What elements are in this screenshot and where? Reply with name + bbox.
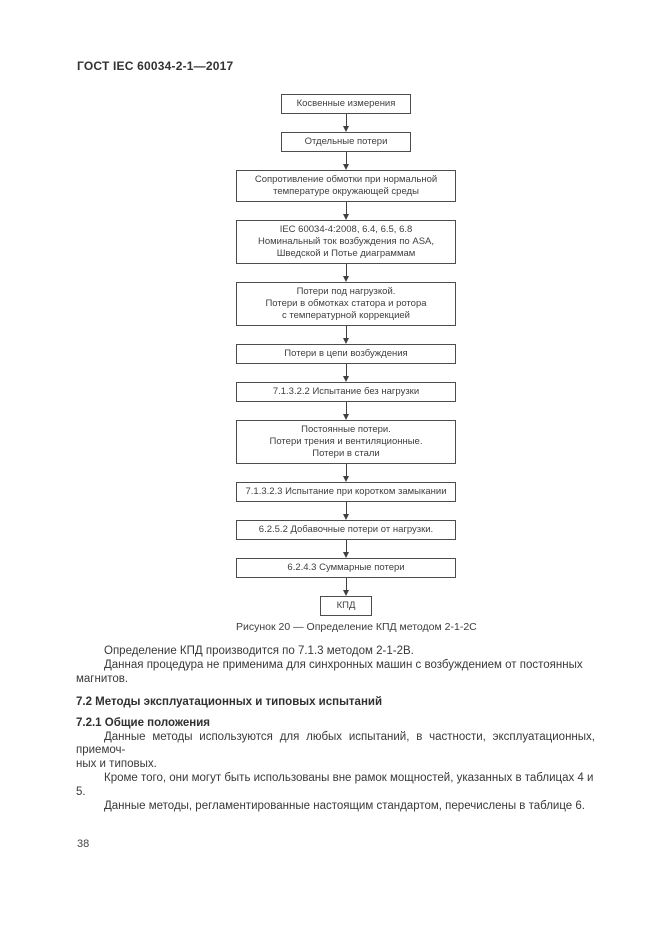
arrow-down-icon bbox=[343, 264, 349, 282]
body-text: Определение КПД производится по 7.1.3 ме… bbox=[76, 645, 595, 814]
node-load-losses: Потери под нагрузкой. Потери в обмотках … bbox=[236, 282, 456, 326]
node-winding-resistance: Сопротивление обмотки при нормальной тем… bbox=[236, 170, 456, 202]
document-header: ГОСТ IEC 60034-2-1—2017 bbox=[77, 59, 234, 73]
node-text: Постоянные потери. bbox=[301, 424, 391, 435]
node-text: 6.2.5.2 Добавочные потери от нагрузки. bbox=[258, 524, 434, 535]
node-text: КПД bbox=[336, 600, 356, 611]
page-number: 38 bbox=[77, 838, 90, 850]
node-additional-load-losses: 6.2.5.2 Добавочные потери от нагрузки. bbox=[236, 520, 456, 540]
arrow-down-icon bbox=[343, 364, 349, 382]
node-efficiency-kpd: КПД bbox=[320, 596, 372, 616]
paragraph-line: Определение КПД производится по 7.1.3 ме… bbox=[104, 645, 414, 657]
node-text: Потери под нагрузкой. bbox=[296, 286, 396, 297]
node-text: IEC 60034-4:2008, 6.4, 6.5, 6.8 bbox=[279, 224, 413, 235]
node-text: Потери в стали bbox=[312, 448, 380, 459]
node-text: Отдельные потери bbox=[304, 136, 388, 147]
arrow-down-icon bbox=[343, 326, 349, 344]
arrow-down-icon bbox=[343, 464, 349, 482]
section-heading-7-2: 7.2 Методы эксплуатационных и типовых ис… bbox=[76, 695, 383, 708]
section-heading-7-2-1: 7.2.1 Общие положения bbox=[76, 716, 211, 729]
node-no-load-test: 7.1.3.2.2 Испытание без нагрузки bbox=[236, 382, 456, 402]
node-text: Шведской и Потье диаграммам bbox=[276, 248, 416, 259]
node-text: 6.2.4.3 Суммарные потери bbox=[287, 562, 405, 573]
node-constant-losses: Постоянные потери. Потери трения и венти… bbox=[236, 420, 456, 464]
paragraph-line: Данные методы используются для любых исп… bbox=[76, 730, 595, 757]
flowchart-figure-20: Косвенные измерения Отдельные потери Соп… bbox=[236, 94, 456, 616]
node-text: температуре окружающей среды bbox=[273, 186, 419, 197]
node-text: с температурной коррекцией bbox=[282, 310, 410, 321]
node-text: 7.1.3.2.3 Испытание при коротком замыкан… bbox=[245, 486, 447, 497]
paragraph-line: Данная процедура не применима для синхро… bbox=[76, 658, 583, 685]
node-text: Сопротивление обмотки при нормальной bbox=[254, 174, 438, 185]
arrow-down-icon bbox=[343, 540, 349, 558]
paragraph-line: Кроме того, они могут быть использованы … bbox=[76, 772, 594, 799]
node-indirect-measurements: Косвенные измерения bbox=[281, 94, 411, 114]
node-text: 7.1.3.2.2 Испытание без нагрузки bbox=[272, 386, 420, 397]
node-total-losses: 6.2.4.3 Суммарные потери bbox=[236, 558, 456, 578]
node-separate-losses: Отдельные потери bbox=[281, 132, 411, 152]
node-excitation-circuit-losses: Потери в цепи возбуждения bbox=[236, 344, 456, 364]
figure-caption: Рисунок 20 — Определение КПД методом 2-1… bbox=[236, 621, 477, 633]
arrow-down-icon bbox=[343, 202, 349, 220]
node-short-circuit-test: 7.1.3.2.3 Испытание при коротком замыкан… bbox=[236, 482, 456, 502]
arrow-down-icon bbox=[343, 502, 349, 520]
paragraph-line: ных и типовых. bbox=[76, 758, 157, 771]
node-text: Потери трения и вентиляционные. bbox=[269, 436, 423, 447]
arrow-down-icon bbox=[343, 152, 349, 170]
arrow-down-icon bbox=[343, 114, 349, 132]
node-text: Потери в цепи возбуждения bbox=[284, 348, 408, 359]
arrow-down-icon bbox=[343, 578, 349, 596]
node-text: Потери в обмотках статора и ротора bbox=[265, 298, 427, 309]
arrow-down-icon bbox=[343, 402, 349, 420]
paragraph-line: Данные методы, регламентированные настоя… bbox=[104, 800, 585, 813]
node-iec-60034-4-excitation-current: IEC 60034-4:2008, 6.4, 6.5, 6.8 Номиналь… bbox=[236, 220, 456, 264]
node-text: Номинальный ток возбуждения по ASA, bbox=[257, 236, 435, 247]
node-text: Косвенные измерения bbox=[296, 98, 396, 109]
